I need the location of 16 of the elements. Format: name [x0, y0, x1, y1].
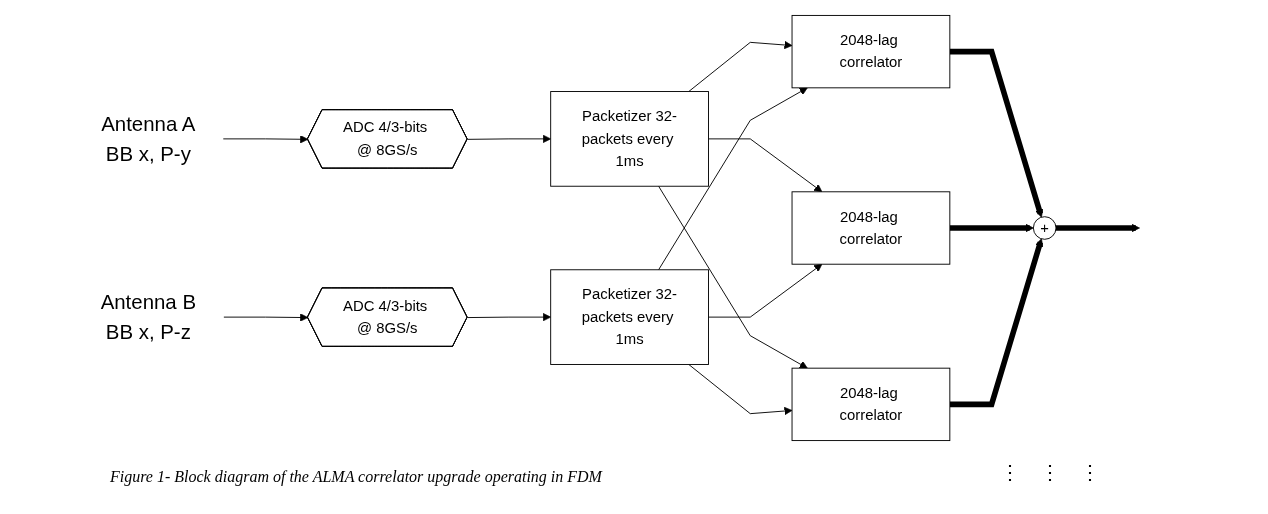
ellipsis-mark: ⋮: [1000, 460, 1020, 484]
node-box: Packetizer 32-packets every 1ms: [550, 269, 709, 365]
node-circle: +: [1032, 216, 1057, 240]
node-text: Antenna B BB x, P-z: [100, 290, 197, 345]
ellipsis-mark: ⋮: [1040, 460, 1060, 484]
ellipsis-mark: ⋮: [1080, 460, 1100, 484]
node-box: 2048-lag correlator: [791, 367, 951, 442]
node-box: 2048-lag correlator: [791, 191, 951, 265]
arrow: [1056, 223, 1140, 233]
node-box: 2048-lag correlator: [791, 14, 951, 89]
node-text: Antenna A BB x, P-y: [101, 111, 196, 166]
arrow: [949, 48, 1044, 218]
node-box: Packetizer 32-packets every 1ms: [550, 91, 709, 187]
arrow: [949, 238, 1044, 408]
figure-caption: Figure 1- Block diagram of the ALMA correlator upgrade operating in FDM: [110, 468, 602, 486]
arrow: [949, 223, 1034, 233]
